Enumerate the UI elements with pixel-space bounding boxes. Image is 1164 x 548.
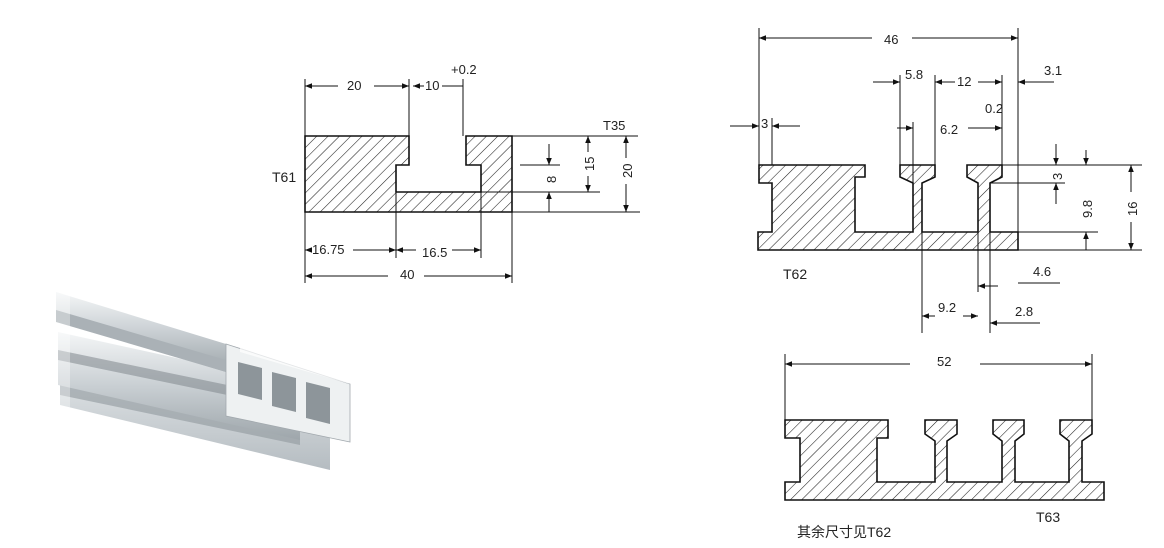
t62-label: T62 [783, 266, 807, 282]
t62-dim-2-8: 2.8 [1015, 304, 1033, 319]
t61-dim-20-right: 20 [620, 164, 635, 178]
t63-section [784, 419, 1105, 501]
t62-dim-9-8: 9.8 [1080, 200, 1095, 218]
t62-dim-12: 12 [957, 74, 971, 89]
t62-section [757, 164, 1019, 251]
t62-dim-3-right: 3 [1050, 173, 1065, 180]
t61-dim-top-10: 10 [425, 78, 439, 93]
t61-label: T61 [272, 169, 296, 185]
t62-dim-16: 16 [1125, 202, 1140, 216]
t63-dim-52: 52 [937, 354, 951, 369]
t61-dim-16-75: 16.75 [312, 242, 345, 257]
t61-dim-top-20: 20 [347, 78, 361, 93]
aluminum-profile-photo [56, 292, 351, 470]
t62-dim-46: 46 [884, 32, 898, 47]
t62-dim-3-left: 3 [761, 116, 768, 131]
t63-note: 其余尺寸见T62 [797, 524, 891, 540]
t61-dim-16-5: 16.5 [422, 245, 447, 260]
t61-dim-40: 40 [400, 267, 414, 282]
t63-profile-drawing: T63 52 其余尺寸见T62 [784, 354, 1105, 540]
t61-t35-label: T35 [603, 118, 625, 133]
t63-label: T63 [1036, 509, 1060, 525]
t61-profile-drawing: T61 20 10 +0.2 T35 8 15 20 [272, 62, 640, 283]
t61-dim-8: 8 [544, 176, 559, 183]
t62-dim-9-2: 9.2 [938, 300, 956, 315]
t62-profile-drawing: T62 46 5.8 12 3.1 0.2 3 6.2 [730, 28, 1142, 333]
t62-dim-5-8: 5.8 [905, 67, 923, 82]
t62-dim-6-2: 6.2 [940, 122, 958, 137]
t62-dim-4-6: 4.6 [1033, 264, 1051, 279]
t62-dim-3-1: 3.1 [1044, 63, 1062, 78]
t61-dim-15: 15 [582, 157, 597, 171]
t62-dim-0-2: 0.2 [985, 101, 1003, 116]
t61-dim-tolerance: +0.2 [451, 62, 477, 77]
